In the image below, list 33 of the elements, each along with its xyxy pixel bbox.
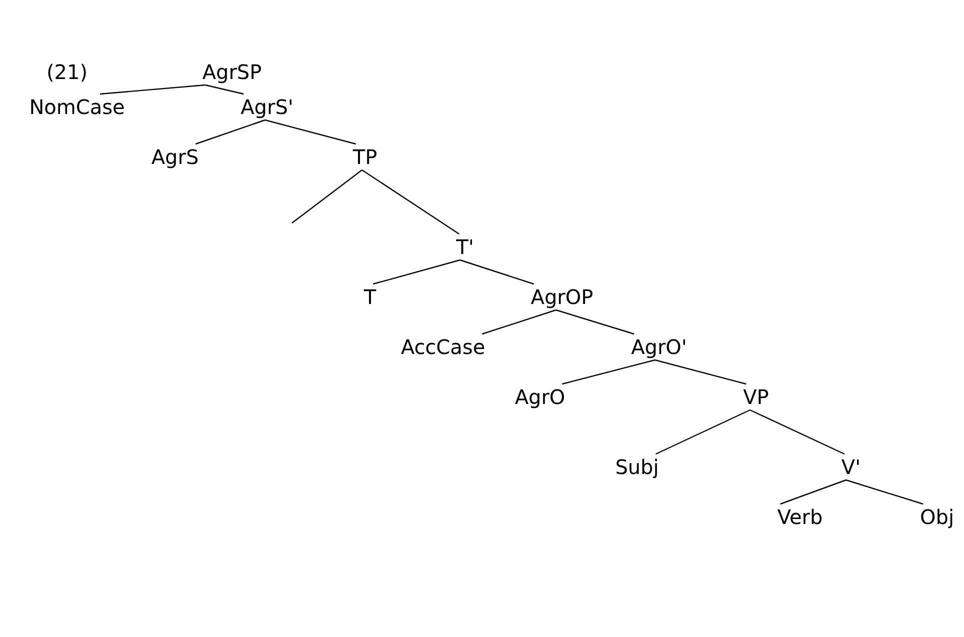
tree-node-label: TP	[352, 145, 378, 169]
branch-line	[562, 359, 656, 385]
branch-line	[372, 259, 460, 285]
tree-node-label: V'	[841, 455, 861, 479]
branch-line	[556, 309, 634, 335]
branch-line	[482, 309, 556, 335]
tree-node-label: AgrOP	[530, 285, 594, 309]
tree-node-label: Subj	[615, 455, 659, 479]
branch-line	[100, 84, 206, 95]
branch-line	[292, 170, 362, 224]
example-number: (21)	[46, 60, 88, 84]
tree-node-label: Verb	[777, 505, 823, 529]
tree-node-label: AgrSP	[202, 60, 262, 84]
branch-line	[780, 479, 846, 505]
tree-node-label: AgrS	[151, 145, 199, 169]
branch-line	[264, 119, 356, 145]
tree-node-label: AccCase	[400, 335, 486, 359]
tree-node-label: T	[364, 285, 376, 309]
tree-node-label: VP	[743, 385, 769, 409]
tree-node-label: AgrS'	[240, 95, 294, 119]
tree-node-label: Obj	[920, 505, 954, 529]
tree-node-label: AgrO	[514, 385, 566, 409]
branch-line	[460, 259, 534, 285]
tree-node-label: AgrO'	[631, 335, 687, 359]
tree-node-label: T'	[456, 235, 474, 259]
branch-line	[656, 409, 750, 455]
branch-line	[205, 84, 244, 95]
tree-node-label: NomCase	[29, 95, 125, 119]
branch-line	[750, 409, 845, 455]
branch-line	[846, 479, 924, 505]
branch-line	[654, 359, 746, 385]
branch-line	[362, 170, 460, 234]
branch-line	[195, 119, 266, 145]
